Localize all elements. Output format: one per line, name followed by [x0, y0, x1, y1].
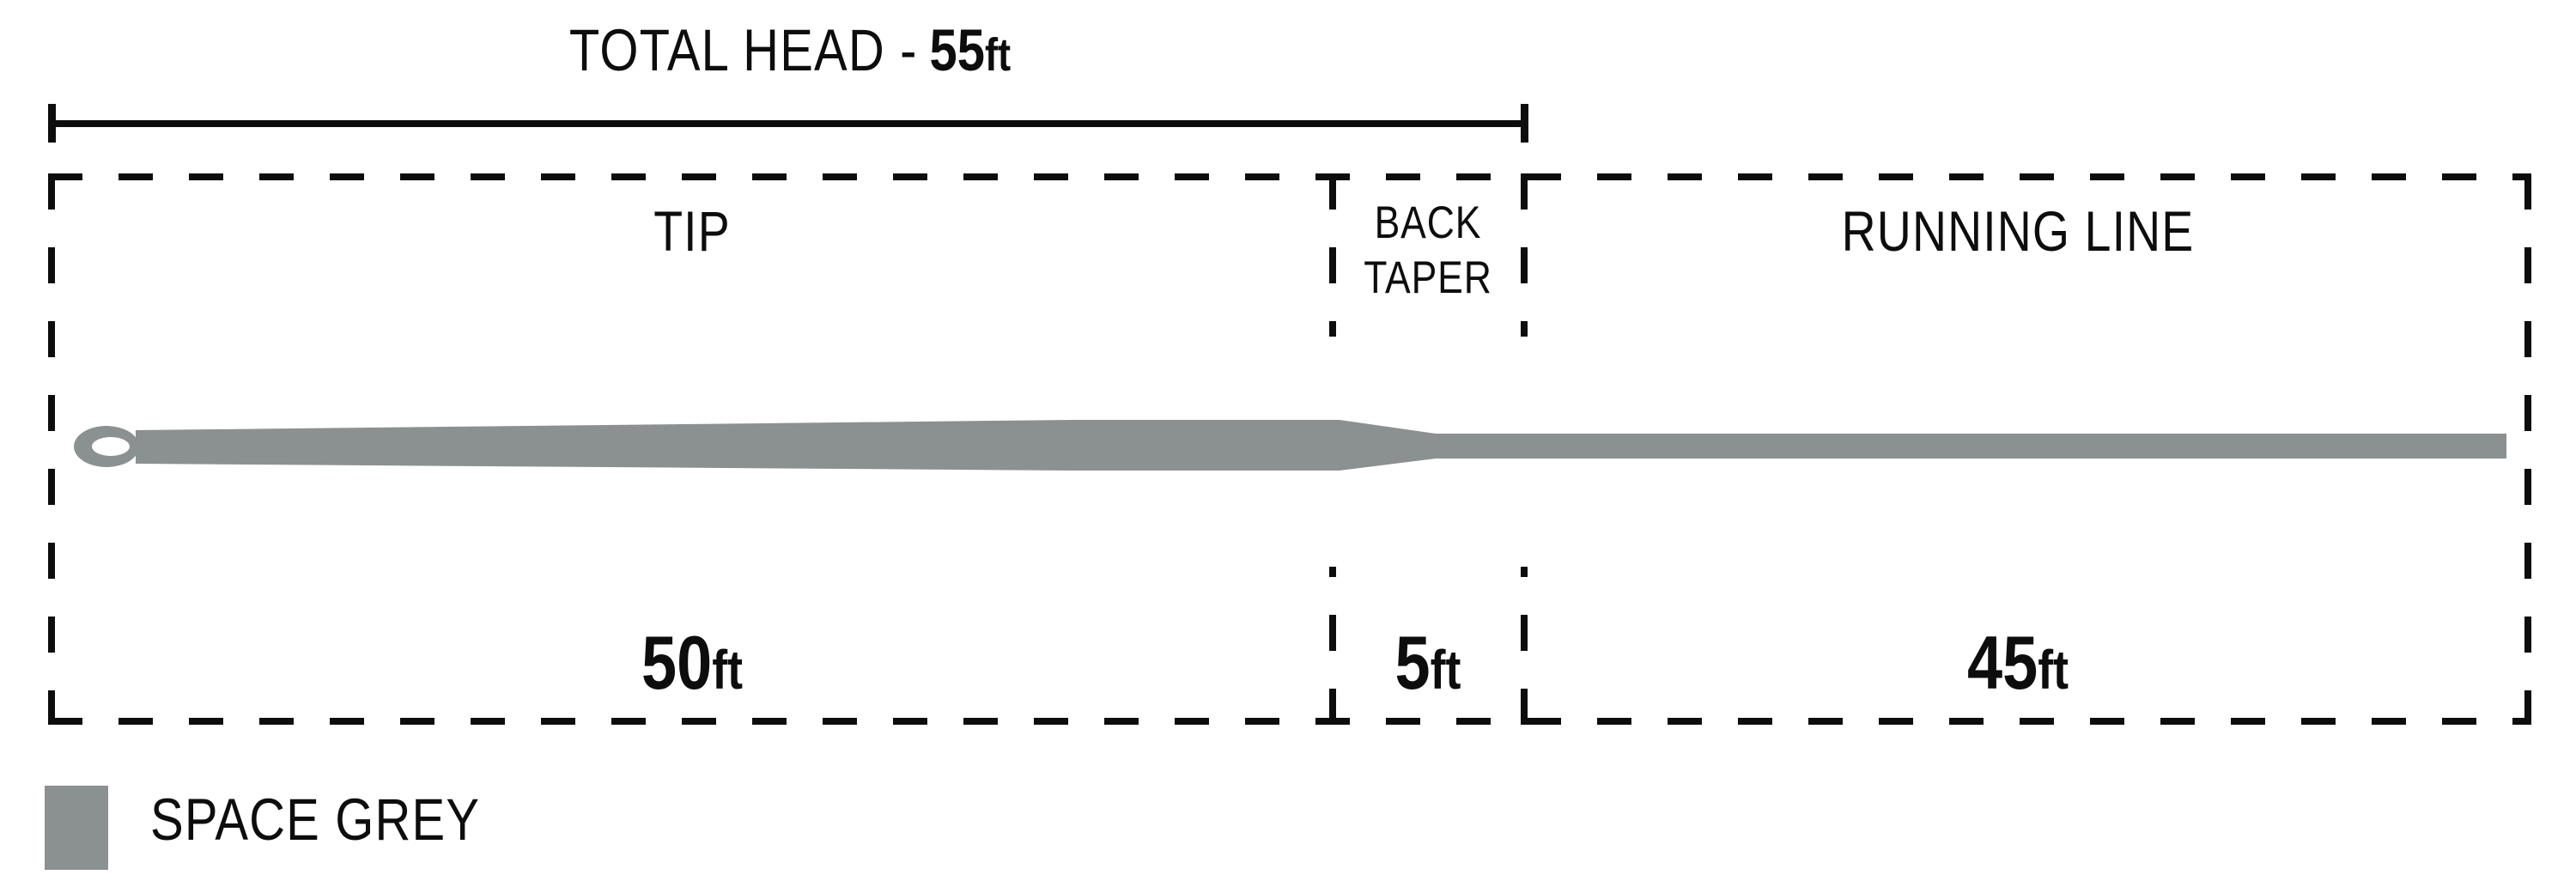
back-taper-label-line1: BACK [1374, 197, 1482, 248]
tip-length-value: 50 [641, 620, 713, 705]
total-head-title: TOTAL HEAD -55ft [527, 21, 1053, 80]
back-taper-length: 5ft [1388, 625, 1467, 701]
box-right-edge [2524, 173, 2531, 725]
back-taper-length-value: 5 [1394, 620, 1431, 705]
box-top-edge [48, 173, 2531, 180]
back-taper-length-unit: ft [1430, 639, 1461, 701]
total-head-bracket-right-tick [1521, 104, 1528, 143]
back-taper-length-text: 5ft [1395, 625, 1461, 701]
running-line-length-unit: ft [2038, 639, 2069, 701]
section-label-back-taper: BACK TAPER [1352, 196, 1504, 306]
tip-backtaper-separator-top [1329, 173, 1336, 337]
total-head-bracket-line [50, 120, 1528, 127]
backtaper-runningline-separator-bottom [1521, 567, 1528, 725]
legend-color-name: SPACE GREY [150, 790, 543, 849]
backtaper-runningline-separator-top [1521, 173, 1528, 337]
legend-color-name-text: SPACE GREY [150, 787, 481, 853]
total-head-length-unit: ft [984, 29, 1012, 81]
running-line-length: 45ft [1958, 625, 2079, 701]
tip-length-unit: ft [712, 639, 744, 701]
total-head-length-value: 55 [929, 17, 985, 83]
back-taper-label-line2: TAPER [1364, 252, 1492, 303]
fly-line-body-shape [136, 420, 2506, 471]
running-line-length-value: 45 [1966, 620, 2038, 705]
box-bottom-edge [48, 718, 2531, 725]
tip-backtaper-separator-bottom [1329, 567, 1336, 725]
tip-length-text: 50ft [641, 625, 743, 701]
legend-color-swatch [45, 786, 108, 870]
back-taper-label-text: BACK TAPER [1364, 196, 1492, 306]
tip-label-text: TIP [653, 199, 731, 263]
welded-loop-hole [92, 437, 130, 456]
running-line-label-text: RUNNING LINE [1841, 199, 2195, 263]
section-label-running-line: RUNNING LINE [1808, 203, 2228, 259]
total-head-title-text: TOTAL HEAD -55ft [569, 21, 1011, 80]
legend-swatch-rect [45, 786, 108, 870]
total-head-title-prefix: TOTAL HEAD - [568, 17, 918, 83]
total-head-bracket-left-tick [48, 104, 56, 143]
tip-length: 50ft [632, 625, 753, 701]
running-line-length-text: 45ft [1967, 625, 2069, 701]
section-label-tip: TIP [647, 203, 738, 259]
box-left-edge [48, 173, 55, 725]
